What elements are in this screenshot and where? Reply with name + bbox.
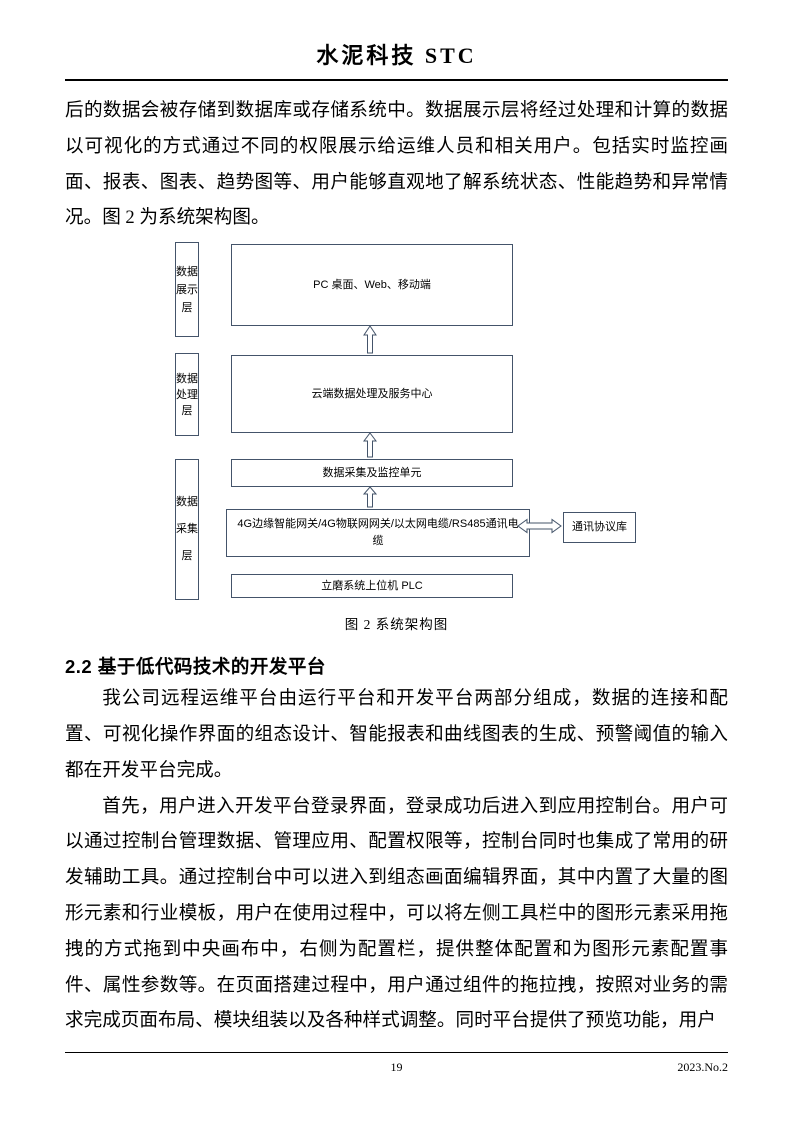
node-plc: 立磨系统上位机 PLC xyxy=(231,574,513,599)
layer-label-processing: 数据处理层 xyxy=(175,353,199,437)
journal-title: 水泥科技 STC xyxy=(316,43,477,68)
body-paragraph: 首先，用户进入开发平台登录界面，登录成功后进入到应用控制台。用户可以通过控制台管… xyxy=(65,795,728,1032)
header-divider xyxy=(65,79,728,81)
body-paragraph: 我公司远程运维平台由运行平台和开发平台两部分组成，数据的连接和配置、可视化操作界… xyxy=(65,688,728,781)
node-gateway: 4G边缘智能网关/4G物联网网关/以太网电缆/RS485通讯电缆 xyxy=(226,509,530,558)
node-data-collection-unit: 数据采集及监控单元 xyxy=(231,459,513,488)
layer-label-collection: 数据采集层 xyxy=(175,459,199,601)
layer-label-display: 数据展示层 xyxy=(175,242,199,338)
arrow-up-icon xyxy=(363,432,377,458)
node-cloud-service-center: 云端数据处理及服务中心 xyxy=(231,355,513,434)
body-paragraph-intro: 后的数据会被存储到数据库或存储系统中。数据展示层将经过处理和计算的数据以可视化的… xyxy=(65,100,728,229)
double-arrow-icon xyxy=(517,518,562,534)
footer-divider xyxy=(65,1052,728,1053)
figure-caption: 图 2 系统架构图 xyxy=(344,617,449,633)
arrow-up-icon xyxy=(363,325,377,354)
page-content: 后的数据会被存储到数据库或存储系统中。数据展示层将经过处理和计算的数据以可视化的… xyxy=(65,93,728,1039)
arrow-up-icon xyxy=(363,486,377,508)
node-protocol-library: 通讯协议库 xyxy=(563,512,636,544)
system-architecture-figure: 数据展示层 数据处理层 数据采集层 PC 桌面、Web、移动端 云端数据处理及服… xyxy=(65,240,728,639)
page-number: 19 xyxy=(390,1060,403,1074)
section-heading: 2.2 基于低代码技术的开发平台 xyxy=(65,656,326,678)
issue-number: 2023.No.2 xyxy=(677,1060,728,1074)
node-pc-terminals: PC 桌面、Web、移动端 xyxy=(231,244,513,327)
